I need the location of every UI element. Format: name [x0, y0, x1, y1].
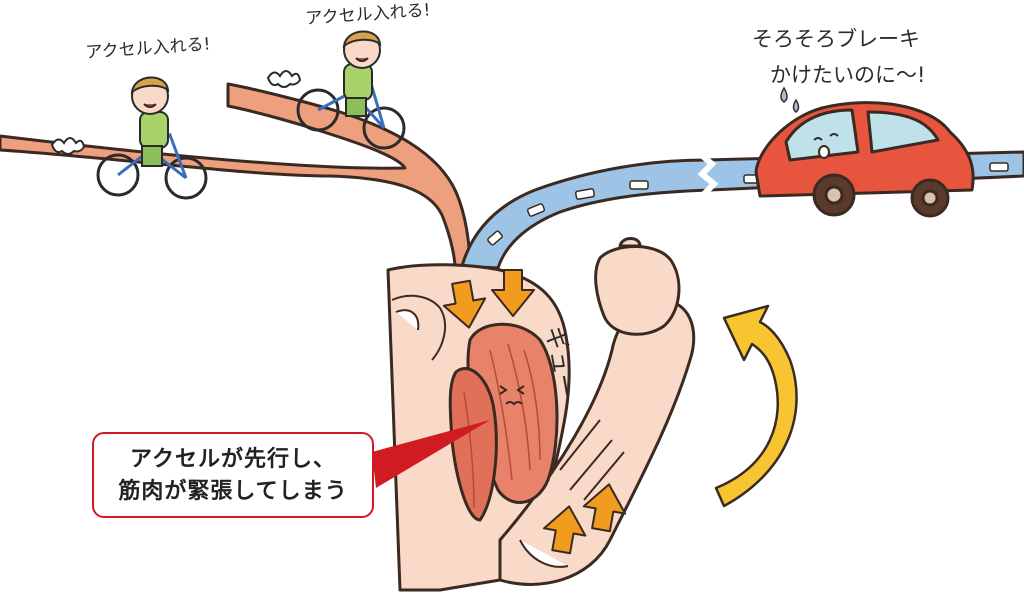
biceps-muscle-icon — [448, 322, 559, 522]
speech-car-line2: かけたいのに〜! — [770, 63, 925, 87]
car-icon — [754, 101, 975, 218]
cyclist-low — [50, 76, 208, 200]
flexed-arm-icon — [498, 237, 696, 586]
orange-road — [0, 82, 472, 270]
callout-line1: アクセルが先行し、 — [130, 446, 336, 471]
speech-cyclist-high: アクセル入れる! — [305, 0, 431, 29]
callout-pointer — [372, 420, 490, 488]
sweat-drops — [780, 86, 800, 113]
cyclist-high — [266, 30, 406, 150]
callout-line2: 筋肉が緊張してしまう — [118, 478, 348, 503]
child-rider-icon — [342, 30, 382, 117]
child-rider-icon — [130, 76, 170, 167]
speech-car-line1: そろそろブレーキ — [752, 27, 920, 51]
callout-box: アクセルが先行し、 筋肉が緊張してしまう — [92, 432, 374, 518]
curved-arrow-icon — [714, 304, 798, 508]
speech-cyclist-low: アクセル入れる! — [85, 34, 211, 63]
tension-arrows — [442, 269, 627, 555]
